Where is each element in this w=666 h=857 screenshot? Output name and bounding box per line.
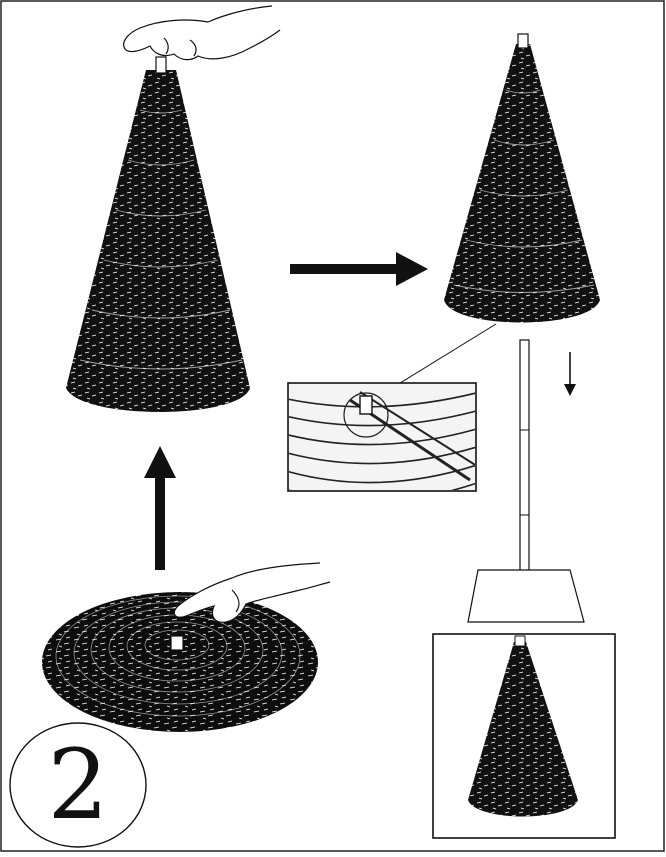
arrow-down-small xyxy=(564,352,576,396)
center-ring xyxy=(171,636,183,650)
hand-lifting-top xyxy=(124,6,280,60)
pole xyxy=(520,340,529,596)
base-plate xyxy=(468,570,584,622)
lifted-cone-tree xyxy=(66,57,250,412)
finished-tree-preview xyxy=(433,634,615,838)
arrow-right xyxy=(290,252,428,286)
arrow-up xyxy=(144,446,176,570)
detail-inset-hook xyxy=(270,324,496,502)
step-number-circle xyxy=(10,723,146,847)
cone-tree-on-pole-stand xyxy=(444,34,600,622)
